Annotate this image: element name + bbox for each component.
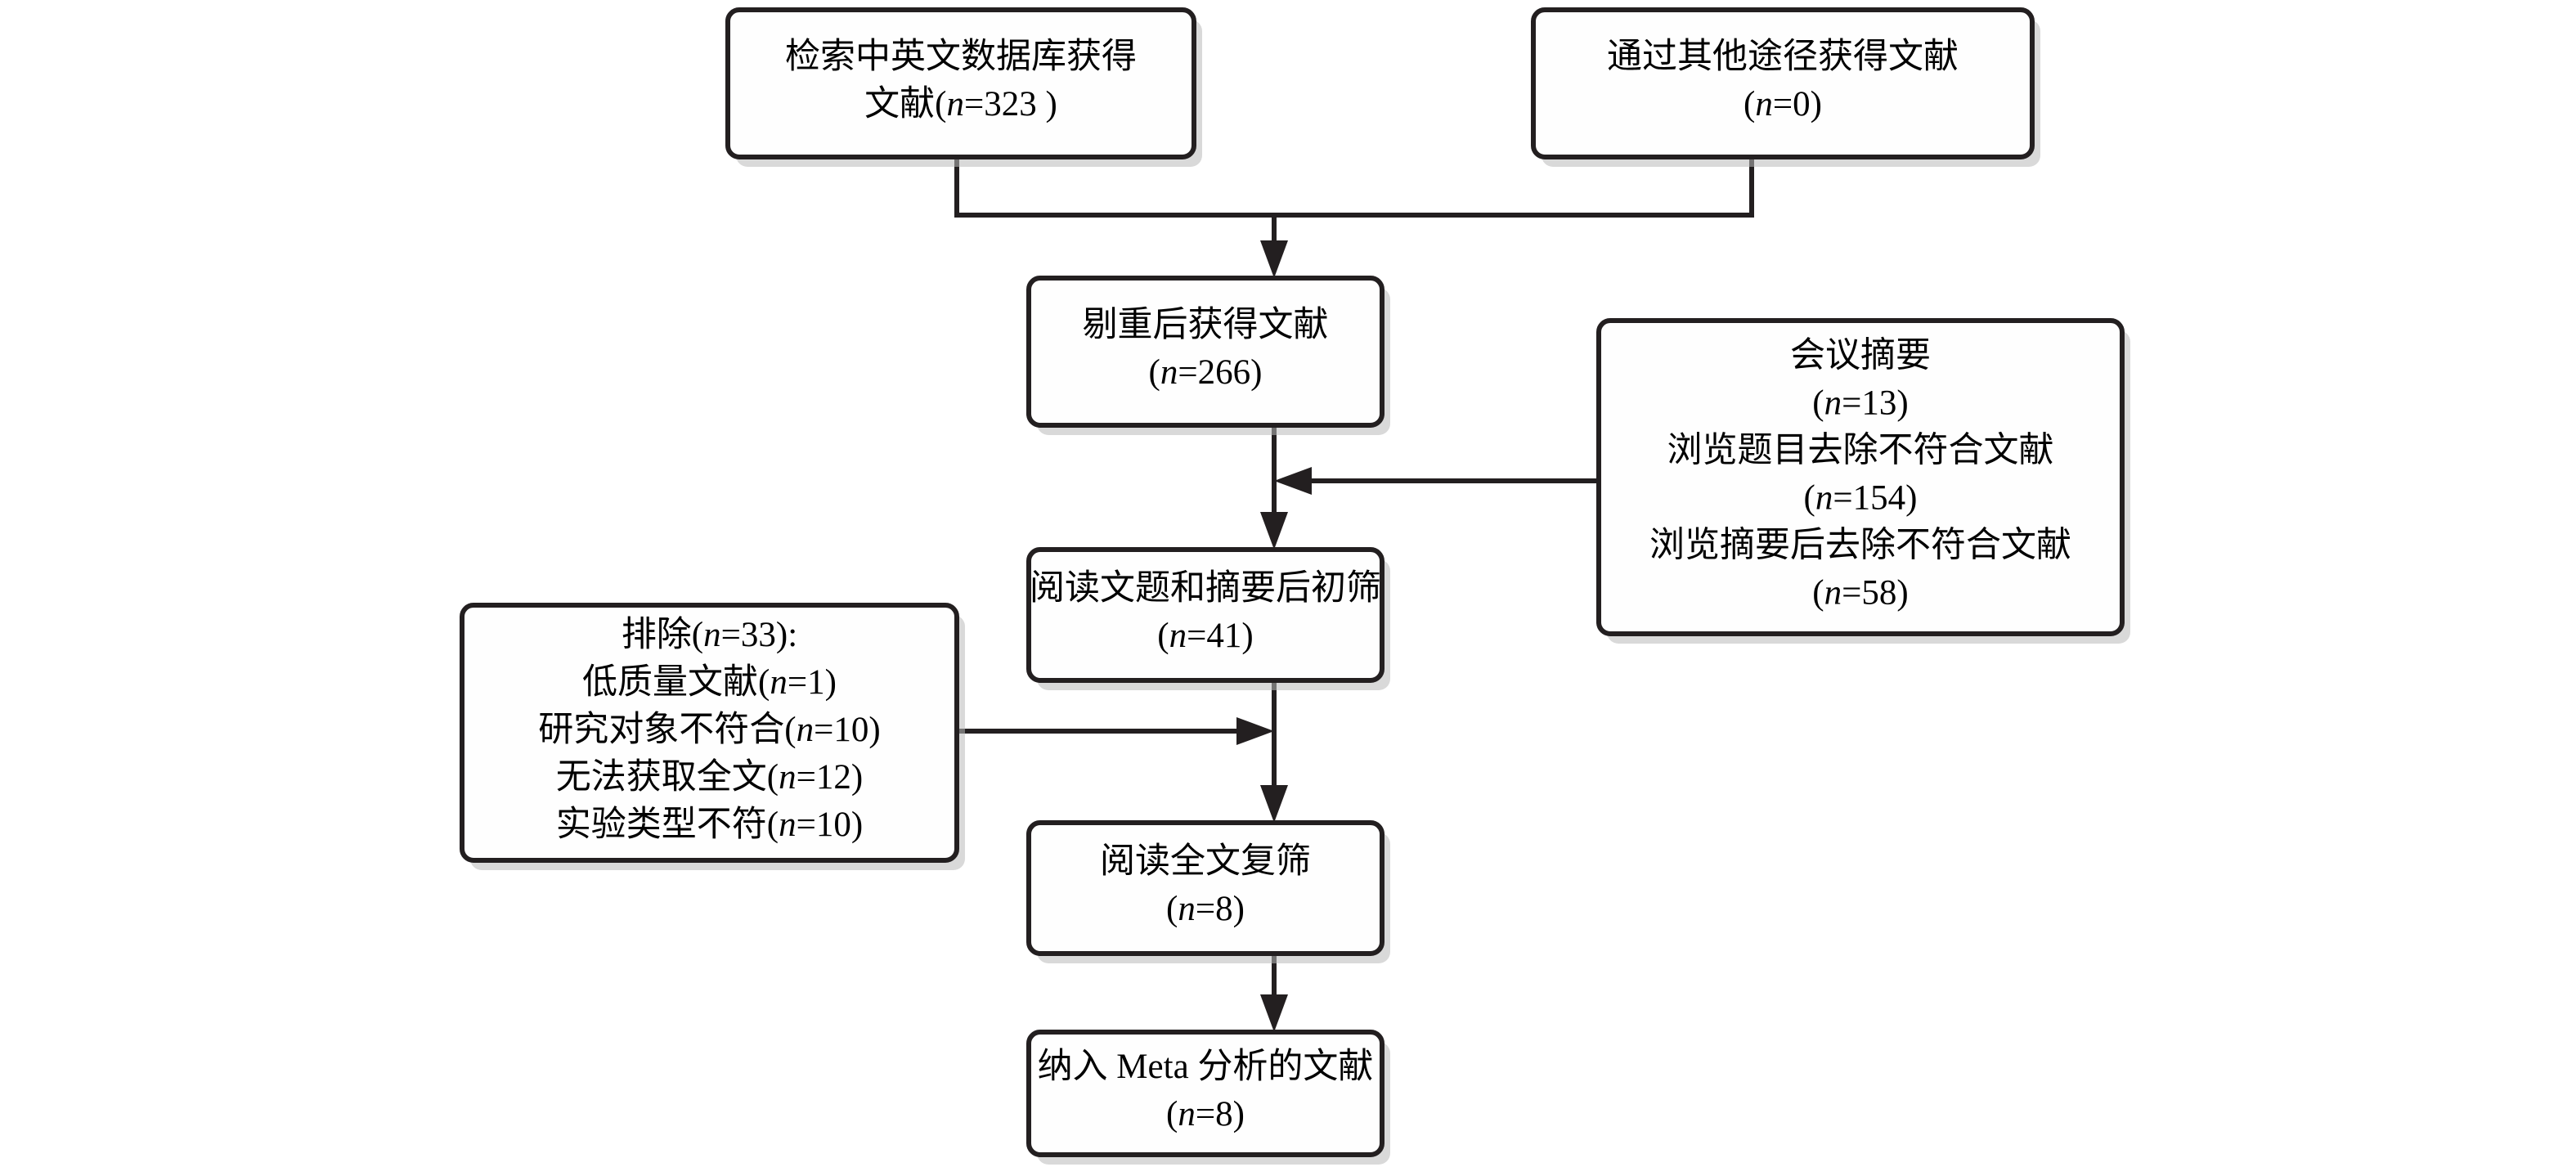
- other-sources-box-frame: [1531, 7, 2035, 159]
- fulltext-to-included-arrow: [1260, 954, 1288, 1032]
- other-sources-box: 通过其他途径获得文献(n=0): [1531, 7, 2040, 167]
- database-search-box: 检索中英文数据库获得文献(n=323 ): [725, 7, 1202, 167]
- fulltext-exclusions-box-frame: [460, 603, 959, 863]
- other-sources-box-text: 通过其他途径获得文献(n=0): [1607, 37, 1959, 123]
- title-abstract-screening-box: 阅读文题和摘要后初筛(n=41): [1026, 547, 1390, 690]
- node-layer: 检索中英文数据库获得文献(n=323 ) 通过其他途径获得文献(n=0) 剔重后获得…: [460, 7, 2130, 1165]
- screening-exclusion-arrow: [1274, 467, 1599, 495]
- database-search-box-frame: [725, 7, 1196, 159]
- database-search-box-text: 检索中英文数据库获得文献(n=323 ): [785, 37, 1137, 123]
- screening-exclusions-box-frame: [1596, 318, 2125, 636]
- title-abstract-screening-box-text: 阅读文题和摘要后初筛(n=41): [1030, 568, 1381, 655]
- deduplicated-box: 剔重后获得文献(n=266): [1026, 276, 1390, 435]
- title-abstract-screening-box-frame: [1026, 547, 1384, 683]
- fulltext-exclusions-box: 排除(n=33):低质量文献(n=1)研究对象不符合(n=10)无法获取全文(n…: [460, 603, 965, 870]
- dedup-to-screening-arrow: [1260, 425, 1288, 550]
- deduplicated-box-frame: [1026, 276, 1384, 428]
- fulltext-screening-box: 阅读全文复筛(n=8): [1026, 820, 1390, 963]
- fulltext-screening-box-text: 阅读全文复筛(n=8): [1100, 842, 1311, 928]
- screening-to-fulltext-arrow: [1260, 680, 1288, 823]
- screening-exclusions-box-text: 会议摘要(n=13)浏览题目去除不符合文献(n=154)浏览摘要后去除不符合文献…: [1649, 335, 2071, 612]
- merge-bracket-connector: [954, 157, 1754, 218]
- included-meta-analysis-box-frame: [1026, 1030, 1384, 1157]
- deduplicated-box-text: 剔重后获得文献(n=266): [1083, 305, 1329, 392]
- fulltext-screening-box-frame: [1026, 820, 1384, 956]
- fulltext-exclusions-box-text: 排除(n=33):低质量文献(n=1)研究对象不符合(n=10)无法获取全文(n…: [538, 615, 880, 844]
- screening-exclusions-box: 会议摘要(n=13)浏览题目去除不符合文献(n=154)浏览摘要后去除不符合文献…: [1596, 318, 2130, 644]
- included-meta-analysis-box: 纳入 Meta 分析的文献(n=8): [1026, 1030, 1390, 1165]
- included-meta-analysis-box-text: 纳入 Meta 分析的文献(n=8): [1038, 1047, 1374, 1133]
- fulltext-exclusion-arrow: [957, 717, 1274, 745]
- merge-drop-arrow: [1260, 215, 1288, 278]
